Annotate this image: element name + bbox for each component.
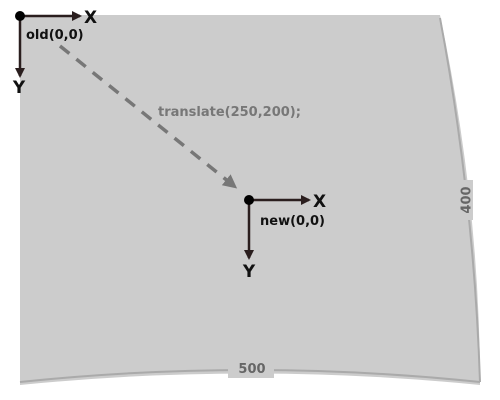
old-origin-label: old(0,0) — [26, 28, 84, 43]
new-origin-label: new(0,0) — [260, 214, 325, 229]
old-y-axis-label: Y — [12, 78, 26, 98]
translate-arrow — [58, 44, 238, 189]
width-label-bg — [228, 358, 274, 378]
new-origin-dot — [244, 195, 254, 205]
new-x-axis-label: X — [313, 192, 326, 212]
height-label: 400 — [460, 186, 475, 213]
new-y-axis-label: Y — [242, 262, 256, 282]
old-origin-dot — [15, 11, 25, 21]
old-x-axis-label: X — [84, 8, 97, 28]
translate-label: translate(250,200); — [158, 105, 301, 120]
height-label-bg — [455, 180, 473, 220]
width-label: 500 — [238, 362, 265, 377]
